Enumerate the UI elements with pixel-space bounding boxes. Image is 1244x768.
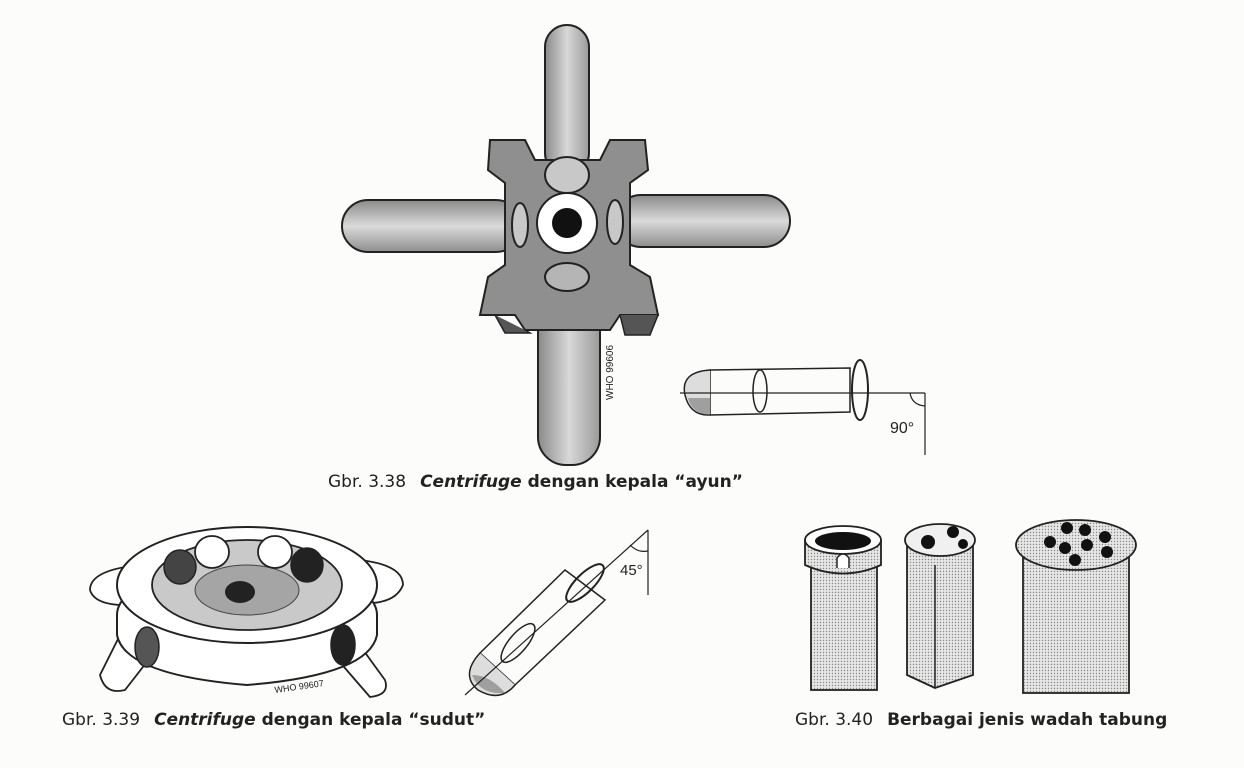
caption-number: Gbr. 3.40: [795, 710, 874, 730]
caption-fig-3-38: Gbr. 3.38 Centrifuge dengan kepala “ayun”: [328, 472, 743, 492]
caption-number: Gbr. 3.38: [328, 472, 407, 492]
angle-label-45: 45°: [620, 562, 643, 579]
swing-head-centrifuge-illustration: WHO 99606: [341, 24, 791, 466]
caption-term: Centrifuge: [154, 710, 256, 730]
caption-text: Berbagai jenis wadah tabung: [887, 710, 1168, 730]
caption-fig-3-39: Gbr. 3.39 Centrifuge dengan kepala “sudut…: [62, 710, 485, 730]
caption-number: Gbr. 3.39: [62, 710, 141, 730]
caption-term: Centrifuge: [420, 472, 522, 492]
caption-text: dengan kepala “sudut”: [255, 710, 486, 730]
tube-45-degree-detail: 45°: [464, 529, 649, 697]
angle-label-90: 90°: [890, 420, 914, 437]
caption-text: dengan kepala “ayun”: [521, 472, 743, 492]
caption-fig-3-40: Gbr. 3.40 Berbagai jenis wadah tabung: [795, 710, 1167, 730]
angle-head-centrifuge-illustration: WHO 99607: [89, 526, 404, 698]
who-stamp: WHO 99606: [605, 345, 616, 400]
tube-holder-types-illustration: [804, 519, 1137, 694]
tube-90-degree-detail: 90°: [680, 359, 926, 455]
